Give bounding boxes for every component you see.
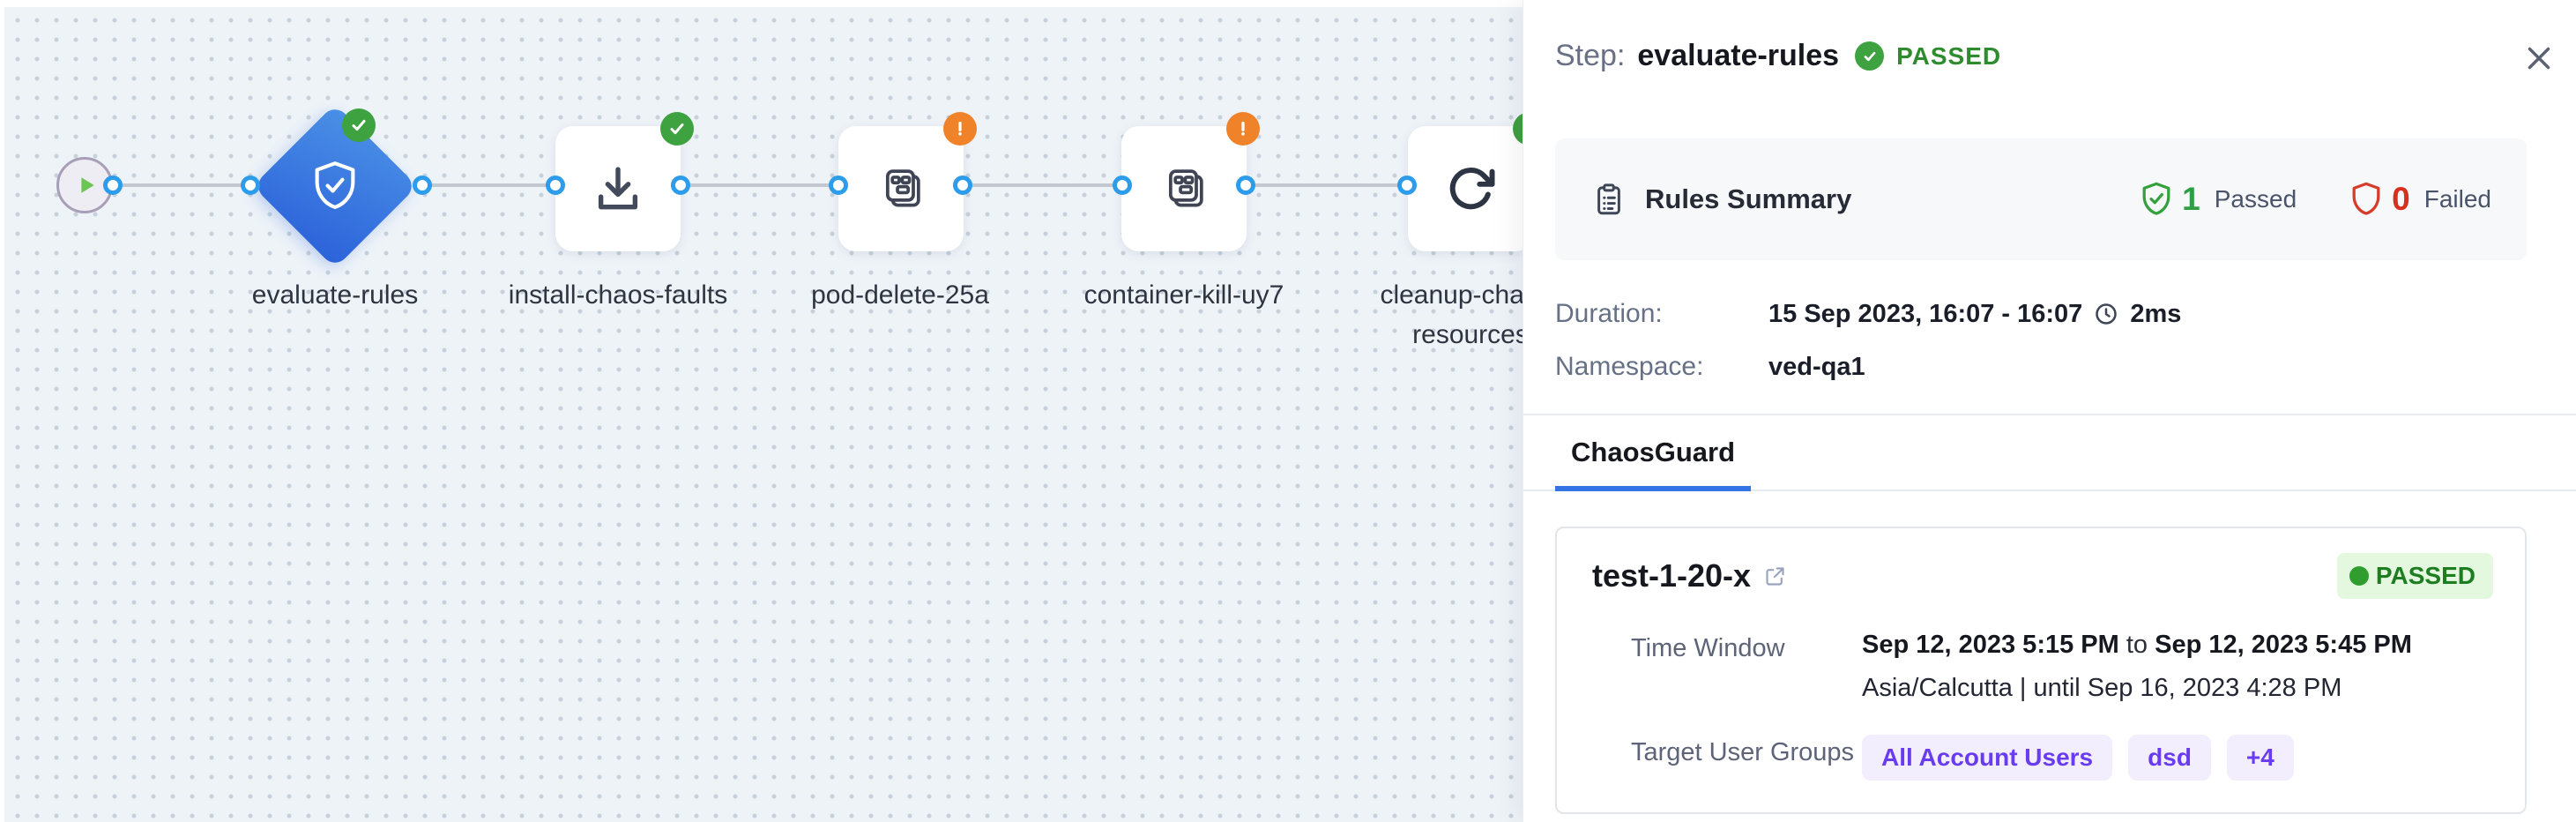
port: [1113, 176, 1132, 195]
check-circle-icon: [1855, 41, 1885, 71]
status-dot: [2349, 566, 2369, 586]
external-link-icon[interactable]: [1763, 564, 1787, 588]
status-badge-passed: [660, 112, 694, 146]
clock-icon: [2096, 303, 2118, 325]
passed-count: 1: [2182, 181, 2200, 217]
status-badge-warning: [1226, 112, 1260, 146]
namespace-label: Namespace:: [1555, 352, 1704, 381]
panel-header: Step: evaluate-rules PASSED: [1555, 39, 2527, 73]
port: [1236, 176, 1255, 195]
port: [829, 176, 848, 195]
condition-title: test-1-20-x: [1592, 557, 1752, 594]
rules-summary-card: Rules Summary 1 Passed 0 Failed: [1555, 138, 2527, 260]
node-evaluate-rules[interactable]: [252, 103, 418, 269]
node-label: container-kill-uy7: [1083, 280, 1284, 310]
exclamation-icon: [958, 121, 962, 136]
time-window-row: Time Window Sep 12, 2023 5:15 PM to Sep …: [1592, 631, 2493, 703]
failed-label: Failed: [2423, 185, 2491, 213]
chaos-fault-icon: [885, 169, 920, 207]
timezone-note: Asia/Calcutta | until Sep 16, 2023 4:28 …: [1862, 674, 2342, 702]
user-group-badge: +4: [2226, 735, 2294, 781]
pipeline-edge: [963, 183, 1122, 187]
pipeline-edge: [113, 183, 250, 187]
condition-status-badge: PASSED: [2336, 553, 2493, 599]
passed-label: Passed: [2214, 185, 2297, 213]
duration-label: Duration:: [1555, 299, 1663, 328]
check-icon: [670, 123, 684, 135]
canvas-left-edge: [0, 0, 4, 822]
failed-count: 0: [2392, 181, 2410, 217]
port: [671, 176, 690, 195]
rules-summary-title: Rules Summary: [1645, 183, 1852, 214]
canvas-top-edge: [0, 0, 2576, 7]
target-user-groups-row: Target User Groups All Account Users dsd…: [1592, 735, 2493, 781]
port: [413, 176, 432, 195]
pipeline-edge: [422, 183, 555, 187]
node-pod-delete-25a[interactable]: [838, 112, 977, 251]
duration-row: Duration: 15 Sep 2023, 16:07 - 16:07 2ms: [1555, 299, 2527, 329]
section-divider: [1523, 414, 2576, 415]
check-icon: [352, 119, 366, 131]
exclamation-icon: [1241, 121, 1245, 136]
node-cleanup-chaos-resources[interactable]: [1408, 112, 1546, 251]
chaos-fault-icon: [1168, 169, 1203, 207]
chaosguard-condition-card: test-1-20-x PASSED Time Window Sep 12, 2: [1555, 527, 2527, 814]
time-window-start: Sep 12, 2023 5:15 PM: [1862, 631, 2119, 659]
clipboard-icon: [1597, 183, 1620, 215]
download-icon: [598, 167, 638, 210]
user-group-badge: All Account Users: [1862, 735, 2113, 781]
node-label: evaluate-rules: [251, 280, 419, 310]
port: [103, 176, 123, 195]
step-label: Step:: [1555, 39, 1626, 72]
namespace-value: ved-qa1: [1768, 352, 1865, 381]
step-details-panel: Step: evaluate-rules PASSED Rules Summar…: [1523, 0, 2576, 822]
node-label: install-chaos-faults: [508, 280, 728, 310]
time-window-end: Sep 12, 2023 5:45 PM: [2155, 631, 2412, 659]
rules-summary-counts: 1 Passed 0 Failed: [2136, 179, 2491, 220]
tab-chaosguard[interactable]: ChaosGuard: [1555, 437, 1752, 491]
node-container-kill-uy7[interactable]: [1121, 112, 1260, 251]
tab-bar: ChaosGuard: [1523, 415, 2576, 491]
port: [1397, 176, 1417, 195]
port: [546, 176, 565, 195]
shield-check-icon: [306, 157, 364, 215]
target-groups-label: Target User Groups: [1631, 738, 1855, 766]
play-icon: [81, 177, 94, 193]
retry-icon: [1449, 168, 1495, 210]
close-icon: [2528, 47, 2550, 70]
status-badge: PASSED: [1896, 41, 2002, 70]
time-window-join: to: [2126, 631, 2148, 659]
pipeline-edge: [681, 183, 838, 187]
duration-elapsed: 2ms: [2130, 299, 2182, 328]
user-group-badge: dsd: [2128, 735, 2211, 781]
pipeline-edge: [1246, 183, 1407, 187]
close-button[interactable]: [2520, 39, 2558, 78]
duration-value: 15 Sep 2023, 16:07 - 16:07: [1768, 299, 2083, 328]
node-install-chaos-faults[interactable]: [555, 112, 694, 251]
port: [953, 176, 972, 195]
namespace-row: Namespace: ved-qa1: [1555, 352, 2527, 382]
status-badge-warning: [943, 112, 977, 146]
shield-passed-icon: [2142, 182, 2170, 215]
shield-failed-icon: [2352, 182, 2380, 215]
time-window-label: Time Window: [1631, 634, 1785, 662]
port: [241, 176, 260, 195]
status-badge-passed: [342, 108, 376, 142]
node-label: pod-delete-25a: [811, 280, 989, 310]
step-name: evaluate-rules: [1637, 39, 1840, 72]
